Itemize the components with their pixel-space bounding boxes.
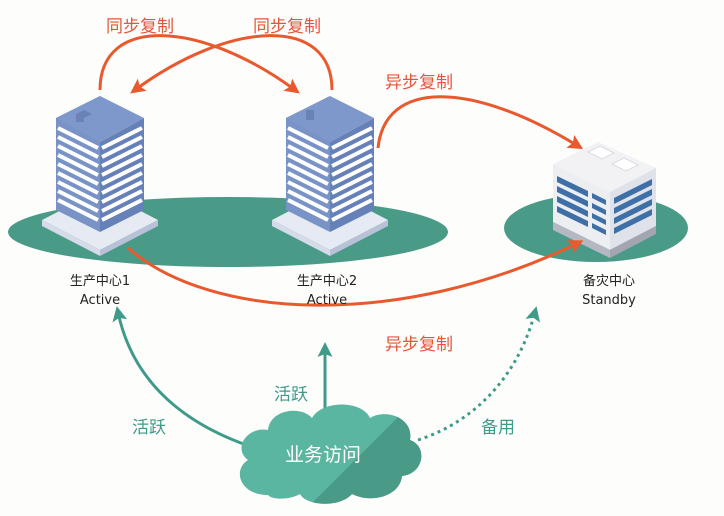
site-status: Standby bbox=[582, 293, 636, 308]
site-label-production-1: 生产中心1 Active bbox=[45, 272, 155, 310]
sync-replication-label-left: 同步复制 bbox=[106, 17, 174, 37]
production-center-1-building bbox=[42, 96, 158, 256]
async-replication-label-bottom: 异步复制 bbox=[385, 335, 453, 355]
site-name: 备灾中心 bbox=[582, 274, 635, 289]
site-status: Active bbox=[79, 293, 121, 308]
async-replication-arrow-top bbox=[376, 95, 584, 150]
sync-replication-label-right: 同步复制 bbox=[253, 17, 321, 37]
site-name: 生产中心1 bbox=[69, 274, 131, 289]
sync-replication-arrow-2-to-1 bbox=[130, 34, 334, 94]
tower-1-stripes bbox=[57, 126, 143, 222]
access-standby-arrow-dotted bbox=[417, 306, 541, 442]
async-replication-arrow-bottom bbox=[127, 240, 584, 307]
standby-center-building bbox=[553, 142, 656, 258]
access-standby-label: 备用 bbox=[481, 418, 515, 438]
access-active-label-left: 活跃 bbox=[132, 418, 166, 438]
cloud-label: 业务访问 bbox=[285, 444, 362, 466]
tower-2-stripes bbox=[287, 126, 373, 222]
access-active-label-center: 活跃 bbox=[274, 385, 308, 405]
site-label-production-2: 生产中心2 Active bbox=[272, 272, 382, 310]
async-replication-label-top: 异步复制 bbox=[385, 73, 453, 93]
site-label-standby: 备灾中心 Standby bbox=[554, 272, 664, 310]
site-status: Active bbox=[306, 293, 348, 308]
sync-replication-arrow-1-to-2 bbox=[98, 34, 300, 94]
production-center-2-building bbox=[272, 96, 388, 256]
access-active-arrow-left bbox=[112, 306, 256, 450]
site-name: 生产中心2 bbox=[296, 274, 358, 289]
